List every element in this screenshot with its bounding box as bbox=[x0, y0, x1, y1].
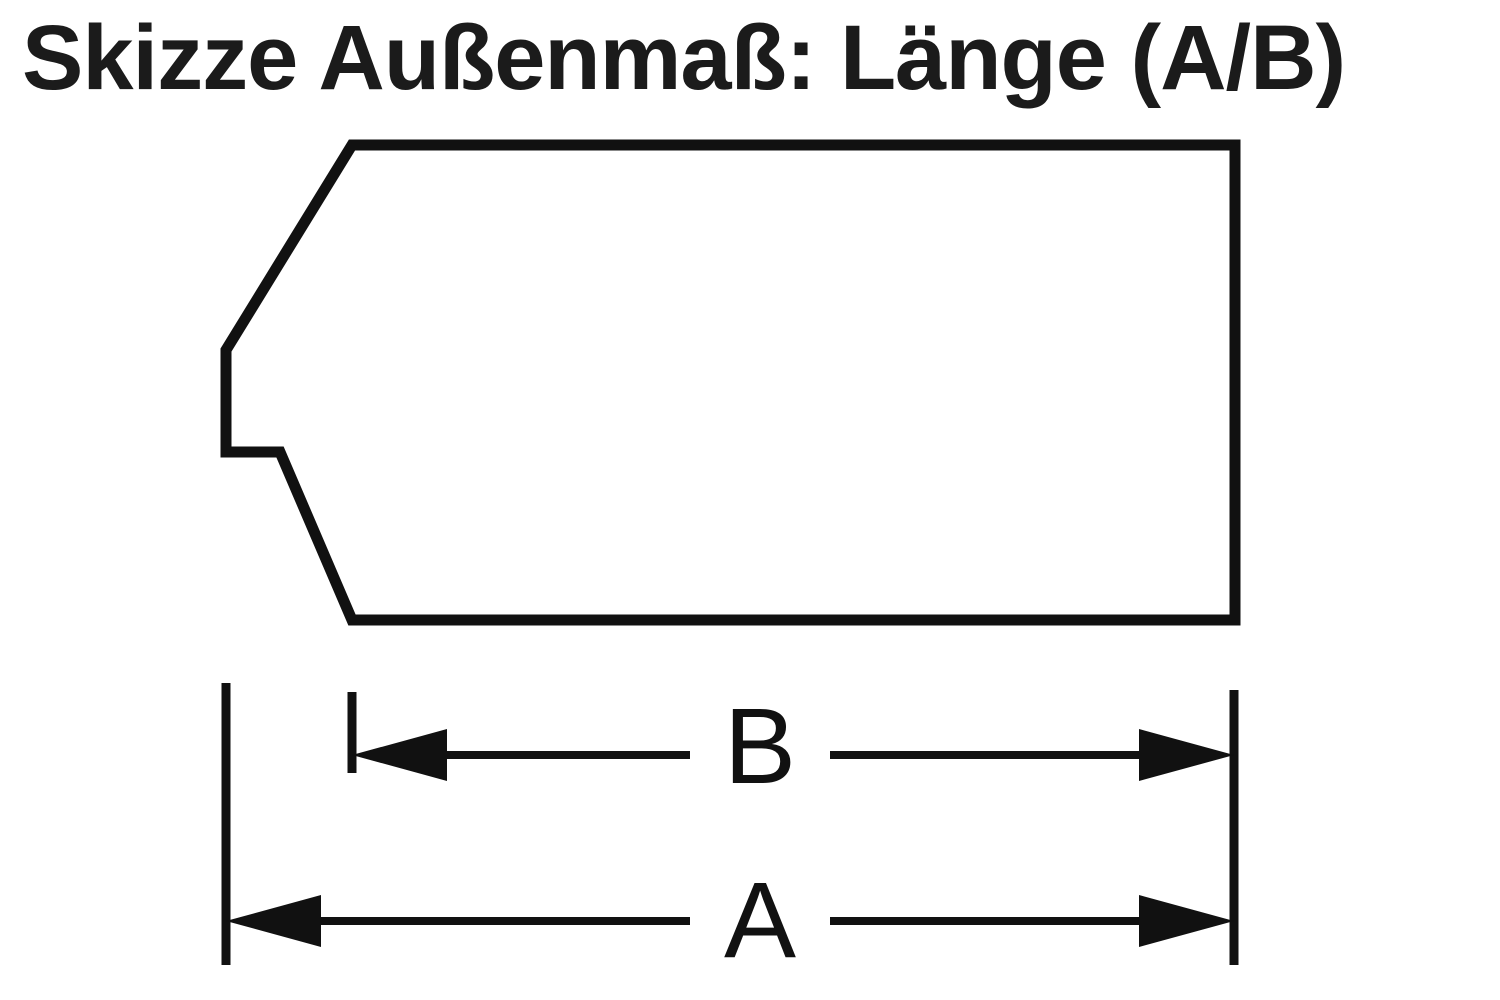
dimension-line-b bbox=[352, 729, 1234, 781]
dimension-a-right-arrowhead bbox=[1139, 895, 1234, 947]
part-outline-shape bbox=[220, 139, 1241, 626]
dimension-b-left-arrowhead bbox=[352, 729, 447, 781]
dimension-label-a: A bbox=[723, 859, 797, 980]
page-title: Skizze Außenmaß: Länge (A/B) bbox=[22, 7, 1346, 109]
dimension-a-left-arrowhead bbox=[226, 895, 321, 947]
dimension-b-right-arrowhead bbox=[1139, 729, 1234, 781]
dimension-label-b: B bbox=[723, 685, 797, 806]
dimension-line-a bbox=[226, 895, 1234, 947]
